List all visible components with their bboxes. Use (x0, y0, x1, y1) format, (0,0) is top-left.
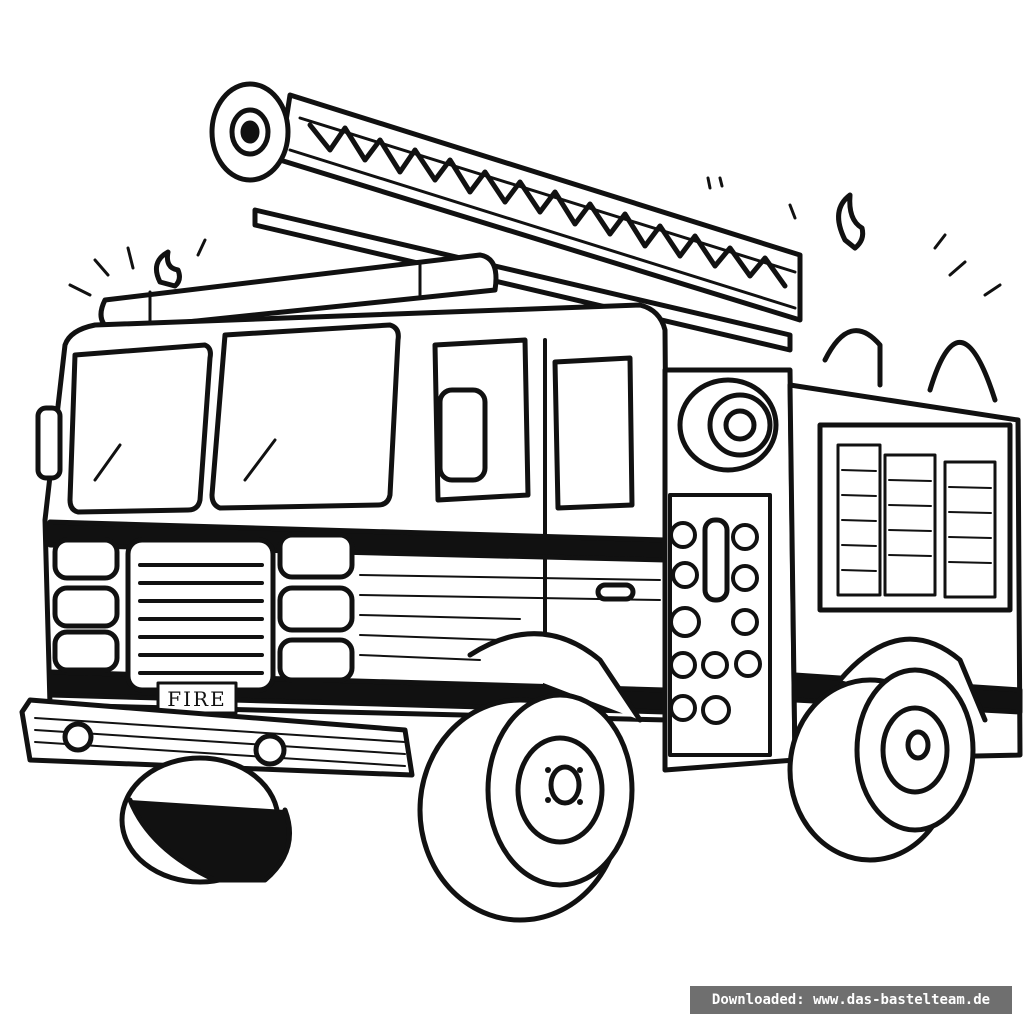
flame-icon (836, 192, 866, 251)
plate-label: FIRE (167, 687, 226, 711)
windshield-left (67, 342, 213, 515)
valve-gauges (669, 521, 762, 725)
windshield-right (209, 322, 401, 511)
roof-light-bar (98, 249, 499, 333)
front-wheel-left (119, 755, 292, 885)
pump-compartment (662, 367, 798, 773)
license-plate: FIRE (156, 681, 238, 715)
front-wheel-right (417, 631, 643, 923)
door-handle (595, 582, 636, 602)
flame-icon (153, 249, 182, 289)
grille (125, 537, 276, 693)
headlights-right (277, 532, 355, 683)
door-window-rear (552, 355, 635, 511)
side-mirror (437, 387, 488, 483)
pump-lever (702, 517, 730, 603)
rear-wheel (787, 636, 988, 863)
front-bumper (19, 697, 415, 778)
watermark-badge: Downloaded: www.das-bastelteam.de (690, 986, 1012, 1014)
side-mirror-left (35, 405, 63, 481)
siren-rays (68, 176, 1002, 297)
headlights-left (52, 537, 120, 673)
